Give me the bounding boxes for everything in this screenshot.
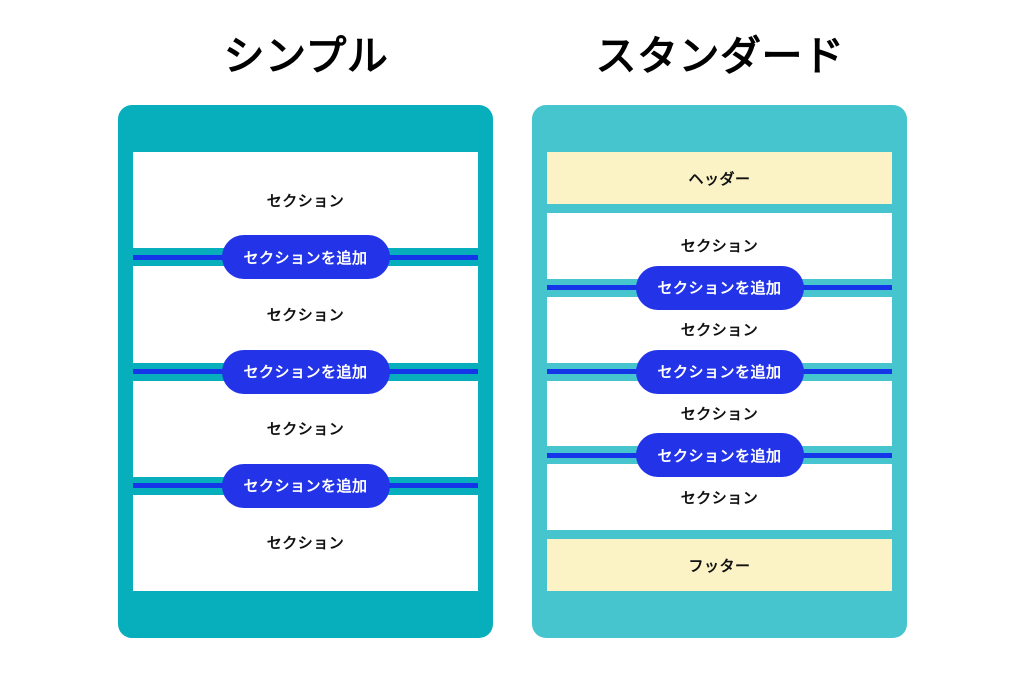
header-band: ヘッダー bbox=[547, 152, 892, 204]
section-stack-simple: セクション セクションを追加 セクション セクションを追加 セクション セクショ… bbox=[133, 152, 478, 591]
variant-title-standard: スタンダード bbox=[595, 32, 845, 80]
add-section-button[interactable]: セクションを追加 bbox=[221, 349, 390, 394]
section-divider: セクションを追加 bbox=[133, 349, 478, 394]
section-block: セクション bbox=[133, 380, 478, 477]
add-section-button[interactable]: セクションを追加 bbox=[635, 433, 804, 478]
card-inner-standard: ヘッダー セクション セクションを追加 セクション セクションを追加 セクション bbox=[547, 152, 892, 591]
section-block: セクション bbox=[547, 213, 892, 279]
variant-title-simple: シンプル bbox=[223, 32, 389, 80]
section-block: セクション bbox=[547, 464, 892, 530]
section-block: セクション bbox=[133, 494, 478, 591]
add-section-button[interactable]: セクションを追加 bbox=[635, 265, 804, 310]
section-divider: セクションを追加 bbox=[547, 349, 892, 394]
section-divider: セクションを追加 bbox=[133, 235, 478, 280]
section-divider: セクションを追加 bbox=[547, 265, 892, 310]
card-inner-simple: セクション セクションを追加 セクション セクションを追加 セクション セクショ… bbox=[133, 152, 478, 591]
add-section-button[interactable]: セクションを追加 bbox=[221, 463, 390, 508]
card-standard: ヘッダー セクション セクションを追加 セクション セクションを追加 セクション bbox=[532, 105, 907, 638]
section-divider: セクションを追加 bbox=[547, 433, 892, 478]
footer-band: フッター bbox=[547, 539, 892, 591]
add-section-button[interactable]: セクションを追加 bbox=[221, 235, 390, 280]
section-block: セクション bbox=[133, 152, 478, 249]
card-simple: セクション セクションを追加 セクション セクションを追加 セクション セクショ… bbox=[118, 105, 493, 638]
section-block: セクション bbox=[133, 266, 478, 363]
layout-variant-simple: シンプル セクション セクションを追加 セクション セクションを追加 セクション bbox=[96, 0, 516, 678]
layout-variant-standard: スタンダード ヘッダー セクション セクションを追加 セクション セクションを追… bbox=[510, 0, 930, 678]
section-stack-standard: セクション セクションを追加 セクション セクションを追加 セクション セクショ… bbox=[547, 213, 892, 530]
add-section-button[interactable]: セクションを追加 bbox=[635, 349, 804, 394]
section-divider: セクションを追加 bbox=[133, 463, 478, 508]
